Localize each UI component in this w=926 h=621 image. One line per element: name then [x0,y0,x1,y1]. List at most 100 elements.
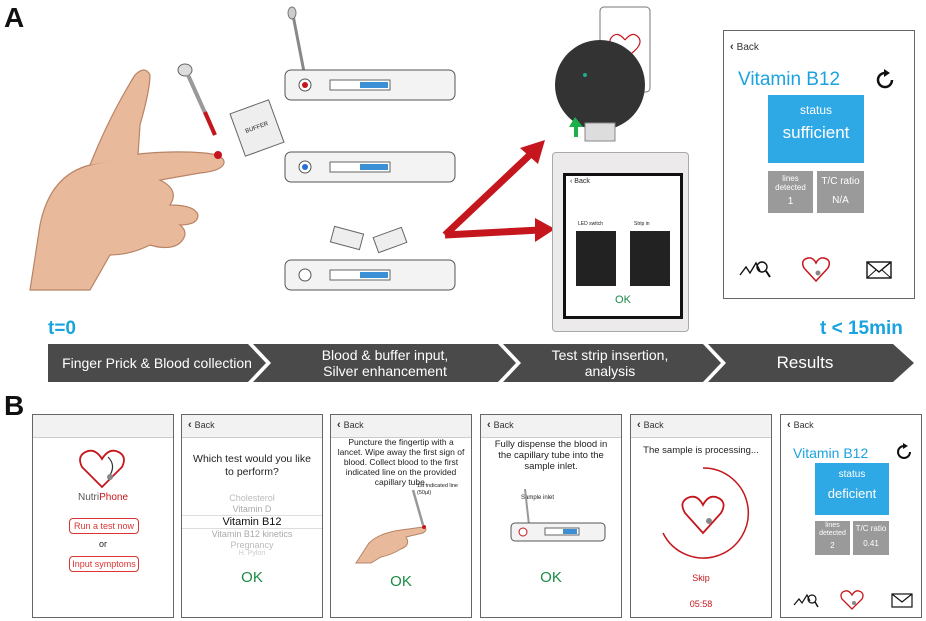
step-4-label: Results [725,344,885,382]
result-a-title: Vitamin B12 [738,69,841,90]
indicated-line-label: 1st indicated line (50µl) [417,483,458,496]
processing-back-label: Back [643,420,664,430]
option-pregnancy[interactable]: Pregnancy [230,540,274,550]
cassette-with-capillary-illustration [284,6,456,101]
heart-stethoscope-icon[interactable] [800,255,832,283]
dispense-back-label: Back [493,420,514,430]
option-vitamin-b12-kinetics[interactable]: Vitamin B12 kinetics [211,529,293,539]
time-start-label: t=0 [48,318,76,339]
tablet-device: ‹ Back LED switch Strip in OK [552,152,689,332]
result-b-lines-label: lines detected [819,522,846,537]
result-b-symptom-icon[interactable] [793,591,819,609]
hand-finger-prick-illustration [29,69,225,291]
option-h-pylori[interactable]: H. Pylori [238,550,266,557]
timer-label: 05:58 [689,599,713,609]
processing-back-button[interactable]: ‹Back [637,419,664,431]
dispense-instruction: Fully dispense the blood in the capillar… [494,439,608,472]
tablet-back-label: Back [574,178,590,185]
screen-select-test: ‹Back Which test would you like to perfo… [181,414,323,618]
processing-text: The sample is processing... [643,445,759,456]
reader-diagram-right [630,231,670,286]
step-2-line1: Blood & buffer input, [321,347,449,363]
result-a-lines-box: lines detected 1 [768,171,813,213]
result-b-mail-icon[interactable] [891,593,913,608]
result-b-title: Vitamin B12 [793,445,869,461]
prick-ok-button[interactable]: OK [390,573,412,590]
screen-home: NutriPhone Run a test now or Input sympt… [32,414,174,618]
result-b-back-label: Back [793,420,814,430]
or-label: or [98,539,107,549]
result-a-status-value: sufficient [782,123,850,142]
step-2-line2: Silver enhancement [323,363,447,379]
time-end-label: t < 15min [820,318,903,339]
progress-ring [662,467,750,559]
select-ok-button[interactable]: OK [241,569,263,586]
result-b-refresh-icon[interactable] [895,443,913,461]
tablet-screen: ‹ Back LED switch Strip in OK [563,173,683,319]
step-3-label: Test strip insertion,analysis [520,344,700,382]
red-arrows-icon [442,140,555,242]
tablet-back-button[interactable]: ‹ Back [570,178,590,185]
skip-button[interactable]: Skip [692,573,710,583]
step-3-line1: Test strip insertion, [551,347,669,363]
step-3-line2: analysis [584,363,636,379]
option-vitamin-d[interactable]: Vitamin D [232,504,272,514]
step-2-label: Blood & buffer input,Silver enhancement [275,344,495,382]
select-back-label: Back [194,420,215,430]
symptom-search-icon[interactable] [738,257,772,281]
prick-back-label: Back [343,420,364,430]
capillary-tube-icon [177,63,217,136]
dispense-back-button[interactable]: ‹Back [487,419,514,431]
screen-result-b: ‹Back Vitamin B12 status deficient lines… [780,414,922,618]
step-4-text: Results [776,353,834,372]
select-question: Which test would you like to perform? [193,453,311,478]
process-chevrons [48,344,914,382]
dispense-ok-button[interactable]: OK [540,569,562,586]
result-a-lines-label: lines detected [775,174,806,192]
sample-inlet-label: Sample inlet [521,495,555,501]
screen-processing: ‹Back The sample is processing... Skip 0… [630,414,772,618]
tablet-strip-label: Strip in [634,221,650,227]
input-symptoms-button[interactable]: Input symptoms [69,556,139,572]
option-vitamin-b12-selected[interactable]: Vitamin B12 [182,515,322,529]
refresh-icon[interactable] [874,69,896,91]
buffer-bottle-label: BUFFER [244,121,270,135]
result-a-ratio-value: N/A [832,195,849,206]
tablet-led-label: LED switch [578,221,604,227]
option-cholesterol[interactable]: Cholesterol [229,493,275,503]
result-b-status-value: deficient [827,486,877,501]
screen-home-topbar [33,415,173,438]
select-back-button[interactable]: ‹Back [188,419,215,431]
screen-dispense: ‹Back Fully dispense the blood in the ca… [480,414,622,618]
result-b-lines-value: 2 [830,541,835,550]
mail-icon[interactable] [866,261,892,279]
prick-instruction: Puncture the fingertip with a lancet. Wi… [337,437,465,487]
result-a-status-label: status [799,103,832,117]
result-a-ratio-box: T/C ratio N/A [817,171,864,213]
prick-back-button[interactable]: ‹Back [337,419,364,431]
result-b-heart-icon[interactable] [839,589,865,611]
screen-select-topbar [182,415,322,438]
smartphone-reader-device [555,6,651,142]
screen-finger-prick: ‹Back Puncture the fingertip with a lanc… [330,414,472,618]
reader-diagram-left [576,231,616,286]
result-a-lines-value: 1 [787,196,794,207]
result-b-status-box: status deficient [815,463,889,515]
result-b-status-label: status [838,469,866,480]
panel-b-label: B [4,390,25,421]
run-test-button[interactable]: Run a test now [69,518,139,534]
nutriphone-logo-icon [79,449,125,489]
result-a-back-button[interactable]: ‹Back [730,41,759,53]
screen-prick-topbar [331,415,471,438]
result-b-back-button[interactable]: ‹Back [787,419,814,431]
cassette-with-buffer-illustration [284,151,456,183]
result-b-ratio-value: 0.41 [863,539,879,548]
result-b-ratio-box: T/C ratio 0.41 [853,521,889,555]
screen-dispense-topbar [481,415,621,438]
tablet-ok-button[interactable]: OK [615,294,631,306]
panel-a-label: A [4,2,25,33]
wordmark-right: Phone [99,492,129,503]
wordmark-left: Nutri [77,492,100,503]
screen-processing-topbar [631,415,771,438]
result-a-ratio-label: T/C ratio [821,176,860,187]
